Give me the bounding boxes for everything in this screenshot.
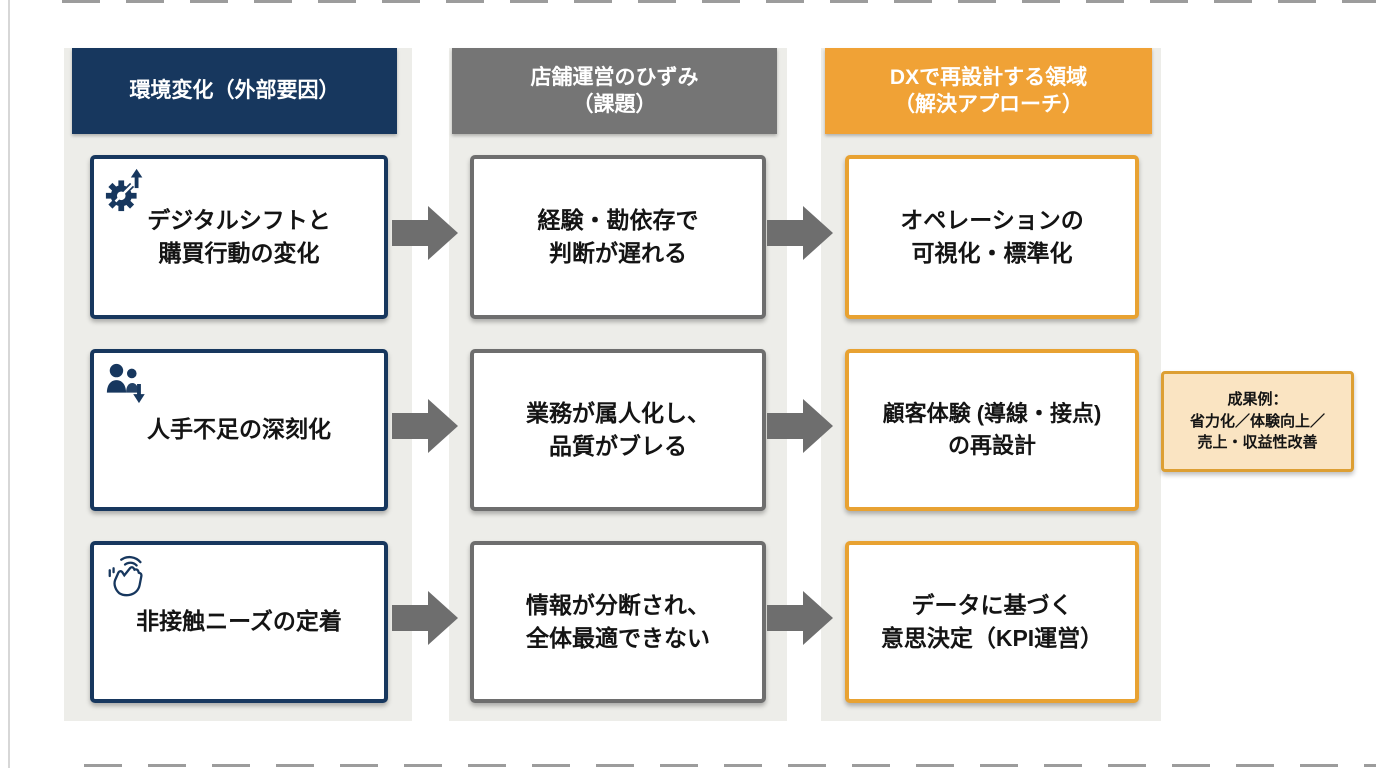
card-text-line: 品質がブレる xyxy=(549,433,687,459)
card-operation-standardization: オペレーションの 可視化・標準化 xyxy=(845,155,1139,319)
outcome-note: 成果例： 省力化／体験向上／ 売上・収益性改善 xyxy=(1161,371,1354,472)
card-text-line: 判断が遅れる xyxy=(549,240,687,266)
header-issues: 店舗運営のひずみ （課題） xyxy=(452,48,777,134)
card-data-driven-kpi: データに基づく 意思決定（KPI運営） xyxy=(845,541,1139,703)
card-text-line: 購買行動の変化 xyxy=(158,240,320,266)
card-digital-shift: デジタルシフトと 購買行動の変化 xyxy=(90,155,388,319)
header-external-factors: 環境変化（外部要因） xyxy=(72,48,397,134)
flow-arrow-right-icon xyxy=(767,399,833,453)
gear-growth-icon xyxy=(104,167,150,213)
card-text-line: 業務が属人化し、 xyxy=(526,399,710,426)
top-edge-artifact xyxy=(62,0,1376,3)
left-edge-line xyxy=(8,0,10,768)
people-decline-icon xyxy=(104,361,150,407)
header-line: 店舗運営のひずみ xyxy=(530,65,699,89)
card-text-line: 全体最適できない xyxy=(526,625,710,651)
flow-arrow-right-icon xyxy=(767,206,833,260)
card-text-line: の再設計 xyxy=(947,433,1036,458)
note-line: 成果例： xyxy=(1227,390,1288,408)
flow-arrow-right-icon xyxy=(392,399,458,453)
card-text-line: 情報が分断され、 xyxy=(525,591,711,618)
bottom-edge-artifact xyxy=(84,764,1376,767)
card-labor-shortage: 人手不足の深刻化 xyxy=(90,349,388,511)
flow-arrow-right-icon xyxy=(392,206,458,260)
card-slow-decisions: 経験・勘依存で 判断が遅れる xyxy=(470,155,766,319)
card-text-line: 経験・勘依存で xyxy=(537,206,699,233)
note-line: 省力化／体験向上／ xyxy=(1189,412,1325,430)
note-line: 売上・収益性改善 xyxy=(1197,434,1318,452)
header-line: （解決アプローチ） xyxy=(894,93,1083,116)
contactless-hand-icon xyxy=(104,553,150,599)
header-line: （課題） xyxy=(572,93,657,116)
card-cx-redesign: 顧客体験 (導線・接点) の再設計 xyxy=(845,349,1139,511)
header-dx-areas: DXで再設計する領域 （解決アプローチ） xyxy=(825,48,1152,134)
header-line: 環境変化（外部要因） xyxy=(129,79,340,103)
card-contactless-needs: 非接触ニーズの定着 xyxy=(90,541,388,703)
card-text-line: 可視化・標準化 xyxy=(911,240,1073,266)
flow-arrow-right-icon xyxy=(392,591,458,645)
card-fragmented-info: 情報が分断され、 全体最適できない xyxy=(470,541,766,703)
header-line: DXで再設計する領域 xyxy=(889,65,1088,89)
card-person-dependent: 業務が属人化し、 品質がブレる xyxy=(470,349,766,511)
card-text-line: 非接触ニーズの定着 xyxy=(136,608,342,635)
card-text-line: 意思決定（KPI運営） xyxy=(880,625,1104,651)
card-text-line: 人手不足の深刻化 xyxy=(147,416,331,443)
card-text-line: オペレーションの xyxy=(900,206,1084,233)
flow-arrow-right-icon xyxy=(767,591,833,645)
card-text-line: 顧客体験 (導線・接点) xyxy=(882,401,1102,427)
card-text-line: デジタルシフトと xyxy=(147,206,331,233)
card-text-line: データに基づく xyxy=(911,591,1073,618)
